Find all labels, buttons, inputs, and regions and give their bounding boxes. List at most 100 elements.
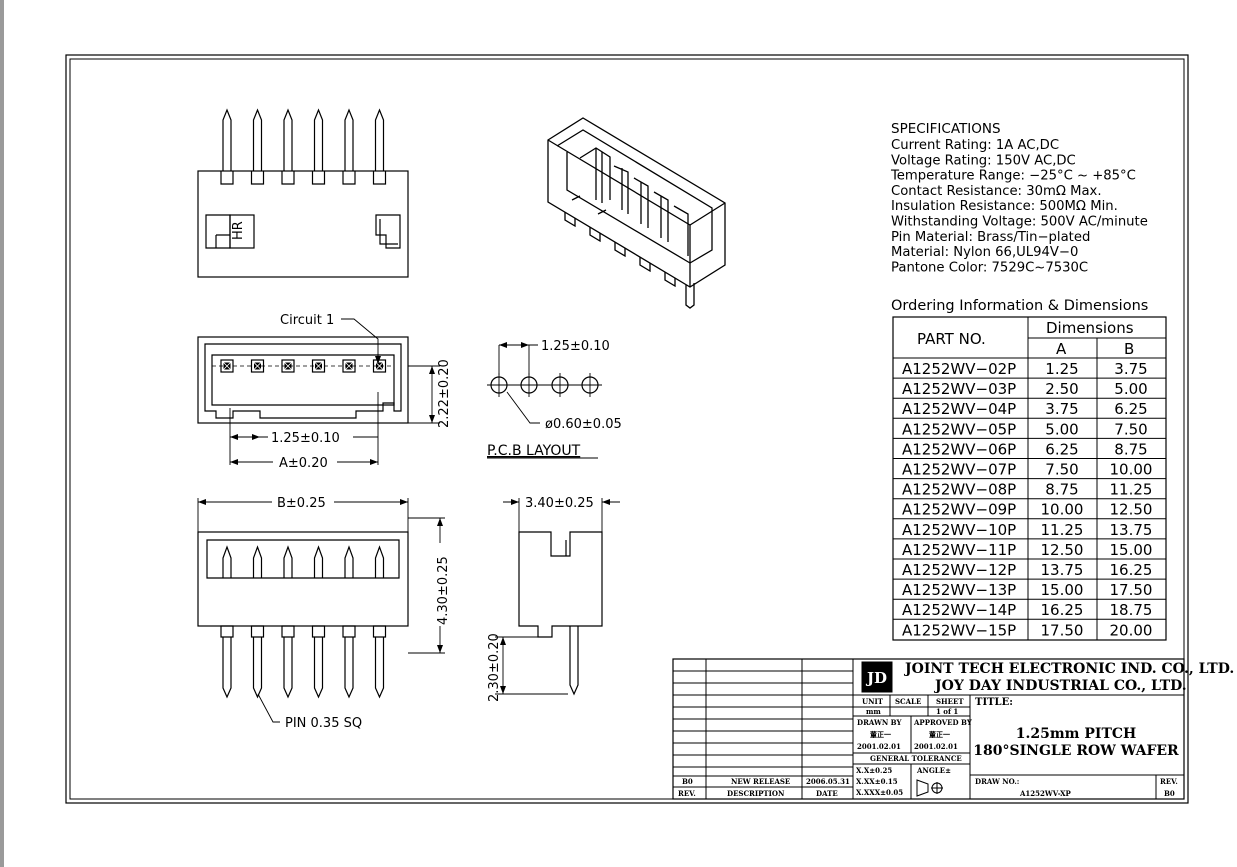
- table-row: A1252WV−15P 17.50 20.00: [893, 618, 1166, 639]
- outer-frame: [65, 54, 1189, 804]
- cell-a: 8.75: [1045, 481, 1078, 499]
- cell-b: 6.25: [1114, 400, 1147, 418]
- drawn-date: 2001.02.01: [857, 742, 901, 751]
- tolerance-2: X.XX±0.15: [856, 777, 898, 786]
- bottom-pin: [281, 545, 295, 699]
- top-pin: [342, 108, 356, 185]
- cell-b: 3.75: [1114, 360, 1147, 378]
- title-label: TITLE:: [975, 697, 1013, 708]
- col-a: A: [1056, 340, 1067, 358]
- front-view-pins: [220, 359, 387, 373]
- pcb-pitch-dim: 1.25±0.10: [541, 339, 610, 354]
- cell-b: 7.50: [1114, 420, 1147, 438]
- cell-a: 10.00: [1041, 501, 1084, 519]
- drawn-by: 董正一: [870, 730, 891, 739]
- cell-a: 17.50: [1041, 621, 1084, 639]
- cell-part: A1252WV−14P: [902, 601, 1016, 619]
- top-pin: [220, 108, 234, 185]
- rev-row-desc: NEW RELEASE: [731, 777, 790, 786]
- company-name-1: JOINT TECH ELECTRONIC IND. CO., LTD.: [903, 661, 1234, 677]
- window-left-edge: [0, 0, 4, 867]
- dim-4-30: 4.30±0.25: [436, 556, 451, 625]
- front-view: [197, 336, 409, 424]
- cell-a: 3.75: [1045, 400, 1078, 418]
- cell-part: A1252WV−15P: [902, 621, 1016, 639]
- approved-by: 董正一: [929, 730, 950, 739]
- title-line-1: 1.25mm PITCH: [1016, 726, 1136, 742]
- approved-by-label: APPROVED BY: [913, 718, 973, 727]
- spec-line: Contact Resistance: 30mΩ Max.: [891, 184, 1102, 199]
- top-pin: [250, 108, 265, 185]
- front-contact: [220, 359, 234, 373]
- cell-part: A1252WV−08P: [902, 481, 1016, 499]
- cell-b: 5.00: [1114, 380, 1147, 398]
- dimension-arrows: [198, 342, 610, 694]
- cell-part: A1252WV−09P: [902, 501, 1016, 519]
- drawn-by-label: DRAWN BY: [857, 718, 902, 727]
- pcb-layout: [487, 373, 602, 397]
- cell-a: 5.00: [1045, 420, 1078, 438]
- col-b: B: [1124, 340, 1134, 358]
- top-pin: [311, 108, 326, 185]
- dim-pitch-bottom: 1.25±0.10: [271, 431, 340, 446]
- cell-b: 20.00: [1110, 621, 1153, 639]
- cell-part: A1252WV−13P: [902, 581, 1016, 599]
- spec-line: Pin Material: Brass/Tin−plated: [891, 230, 1090, 245]
- inner-frame: [69, 58, 1185, 800]
- cell-a: 12.50: [1041, 541, 1084, 559]
- draw-no-label: DRAW NO.:: [975, 777, 1019, 786]
- hr-marking: HR: [231, 221, 246, 240]
- pcb-hole-dim: ø0.60±0.05: [545, 417, 622, 432]
- bottom-pin: [342, 545, 356, 699]
- approved-date: 2001.02.01: [914, 742, 958, 751]
- spec-line: Withstanding Voltage: 500V AC/minute: [891, 215, 1148, 230]
- table-row: A1252WV−14P 16.25 18.75: [893, 598, 1166, 619]
- scale-label: SCALE: [895, 697, 921, 706]
- cell-b: 18.75: [1110, 601, 1153, 619]
- cell-a: 15.00: [1041, 581, 1084, 599]
- circuit1-label: Circuit 1: [280, 313, 334, 328]
- cell-b: 16.25: [1110, 561, 1153, 579]
- dim-b: B±0.25: [277, 496, 326, 511]
- spec-line: Current Rating: 1A AC,DC: [891, 138, 1059, 153]
- spec-line: Insulation Resistance: 500MΩ Min.: [891, 199, 1118, 214]
- cell-part: A1252WV−04P: [902, 400, 1016, 418]
- spec-line: Material: Nylon 66,UL94V−0: [891, 245, 1078, 260]
- hdr-date: DATE: [816, 789, 838, 798]
- rev-value: B0: [1164, 789, 1175, 798]
- pcb-layout-caption: P.C.B LAYOUT: [487, 443, 581, 459]
- unit-label: UNIT: [862, 697, 884, 706]
- sheet-value: 1 of 1: [936, 707, 958, 716]
- cell-a: 13.75: [1041, 561, 1084, 579]
- front-contact: [250, 359, 265, 373]
- top-pin: [281, 108, 295, 185]
- front-contact: [311, 359, 326, 373]
- table-row: A1252WV−04P 3.75 6.25: [893, 397, 1166, 418]
- cell-part: A1252WV−07P: [902, 461, 1016, 479]
- bottom-front-view: [197, 531, 409, 627]
- table-row: A1252WV−08P 8.75 11.25: [893, 478, 1166, 499]
- bottom-pin: [220, 545, 234, 699]
- bottom-view-pins: [220, 545, 387, 699]
- unit-value: mm: [866, 707, 881, 716]
- spec-heading: SPECIFICATIONS: [891, 121, 1001, 137]
- rev-row-rev: B0: [682, 777, 693, 786]
- cell-part: A1252WV−12P: [902, 561, 1016, 579]
- front-contact: [281, 359, 295, 373]
- company-name-2: JOY DAY INDUSTRIAL CO., LTD.: [933, 678, 1187, 694]
- cell-b: 11.25: [1110, 481, 1153, 499]
- sheet-label: SHEET: [936, 697, 964, 706]
- angle-label: ANGLE±: [916, 766, 951, 775]
- cell-a: 16.25: [1041, 601, 1084, 619]
- tolerance-3: X.XXX±0.05: [856, 788, 903, 797]
- cell-b: 10.00: [1110, 461, 1153, 479]
- spec-line: Voltage Rating: 150V AC,DC: [891, 153, 1076, 168]
- cell-a: 7.50: [1045, 461, 1078, 479]
